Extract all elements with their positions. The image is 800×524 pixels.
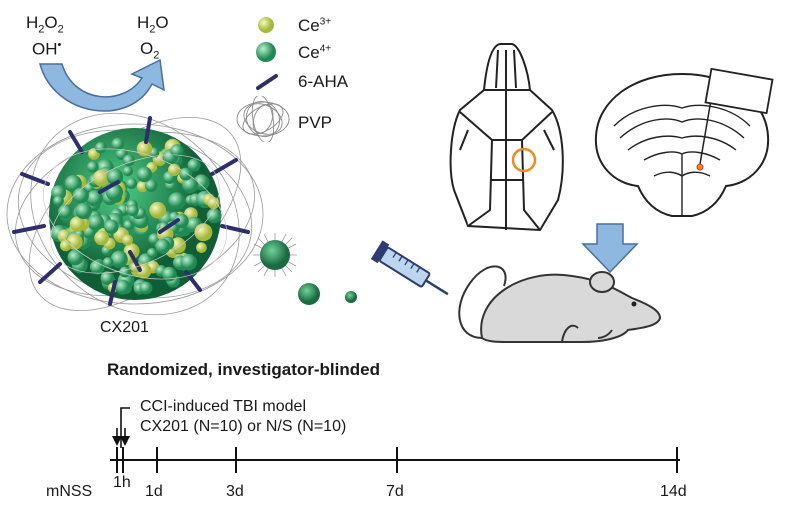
brain-coronal-section-illustration	[594, 72, 770, 217]
tick-label-1h: 1h	[113, 474, 131, 491]
nanoparticle-bead	[126, 177, 138, 189]
nanoparticle-bead	[53, 195, 64, 207]
nanoparticle-bead	[187, 158, 201, 172]
nanoparticle-bead	[51, 185, 67, 201]
nanoparticle-bead	[182, 176, 199, 194]
nanoparticle-bead	[168, 192, 186, 210]
reactant-h2o2: H2O2	[26, 13, 64, 36]
probe-box-icon	[704, 68, 774, 115]
timeline-event-cci-model: CCI-induced TBI model	[140, 398, 306, 415]
nanoparticle-bead	[72, 187, 89, 204]
nanoparticle-bead	[162, 266, 177, 282]
nanoparticle-bead	[111, 137, 125, 151]
nanoparticle-bead	[136, 166, 153, 183]
nanoparticle-bead	[100, 271, 115, 285]
nanoparticle-bead	[149, 201, 167, 219]
nanoparticle-bead	[92, 169, 110, 187]
nanoparticle-bead	[58, 204, 73, 220]
small-particle-large	[253, 233, 297, 277]
nanoparticle-bead	[194, 223, 213, 242]
nanoparticle-bead	[144, 179, 158, 192]
timeline-row-label: mNSS	[46, 483, 93, 500]
small-particle-medium	[298, 283, 320, 305]
product-h2o: H2O	[137, 13, 169, 36]
ce3-dot-icon	[258, 17, 274, 33]
tick-label-1d: 1d	[145, 483, 163, 500]
nanoparticle-bead	[87, 214, 104, 231]
legend-label-ce3: Ce3+	[298, 16, 332, 35]
tick-label-7d: 7d	[386, 483, 404, 500]
legend-label-aha: 6-AHA	[298, 72, 349, 91]
nanoparticle-bead	[122, 234, 133, 246]
legend-label-pvp: PVP	[298, 113, 333, 132]
nanoparticle-bead	[102, 257, 114, 268]
nanoparticle-bead	[179, 167, 193, 181]
aha-stick-icon	[256, 74, 278, 90]
product-o2: O2	[140, 39, 160, 62]
curved-reaction-arrow-icon	[39, 58, 165, 112]
nanoparticle-bead	[95, 141, 107, 154]
nanoparticle-bead	[59, 239, 72, 252]
skull-top-view-illustration	[449, 43, 564, 232]
cx201-nanoparticle-illustration	[6, 112, 264, 316]
nanoparticle-bead	[86, 190, 103, 207]
nanoparticle-bead	[170, 144, 184, 158]
nanoparticle-bead	[206, 208, 222, 224]
nanoparticle-bead	[196, 242, 207, 253]
reactant-hydroxyl-radical: OH•	[32, 39, 62, 59]
nanoparticle-bead	[207, 197, 220, 210]
nanoparticle-bead	[174, 213, 189, 229]
nanoparticle-bead	[67, 249, 84, 266]
nanoparticle-bead	[139, 281, 153, 295]
nanoparticle-bead	[122, 165, 134, 177]
timeline-graphic	[110, 407, 680, 473]
nanoparticle-bead	[69, 216, 86, 232]
ce4-dot-icon	[256, 42, 276, 62]
nanoparticle-bead	[75, 202, 92, 220]
nanoparticle-bead	[155, 238, 171, 254]
syringe-icon	[370, 240, 449, 296]
pvp-coil-icon	[236, 96, 290, 142]
nanoparticle-bead	[110, 250, 128, 268]
nanoparticle-bead	[180, 253, 198, 271]
nanoparticle-bead	[122, 154, 135, 167]
nanoparticle-bead	[167, 163, 181, 177]
tick-label-3d: 3d	[226, 483, 244, 500]
down-arrow-icon	[581, 223, 639, 274]
nanoparticle-bead	[147, 247, 158, 259]
nanoparticle-bead	[115, 279, 131, 295]
timeline-event-treatment: CX201 (N=10) or N/S (N=10)	[140, 418, 347, 435]
legend-label-ce4: Ce4+	[298, 43, 332, 62]
nanoparticle-bead	[87, 161, 99, 173]
tick-label-14d: 14d	[660, 483, 687, 500]
nanoparticle-bead	[127, 204, 139, 217]
nanoparticle-bead	[89, 259, 105, 275]
study-design-title: Randomized, investigator-blinded	[107, 360, 380, 379]
nanoparticle-bead	[94, 230, 109, 246]
small-particle-tiny	[345, 291, 357, 303]
nanoparticle-label: CX201	[100, 319, 149, 336]
nanoparticle-bead	[64, 174, 82, 193]
nanoparticle-bead	[103, 219, 119, 234]
mouse-illustration	[458, 265, 662, 343]
